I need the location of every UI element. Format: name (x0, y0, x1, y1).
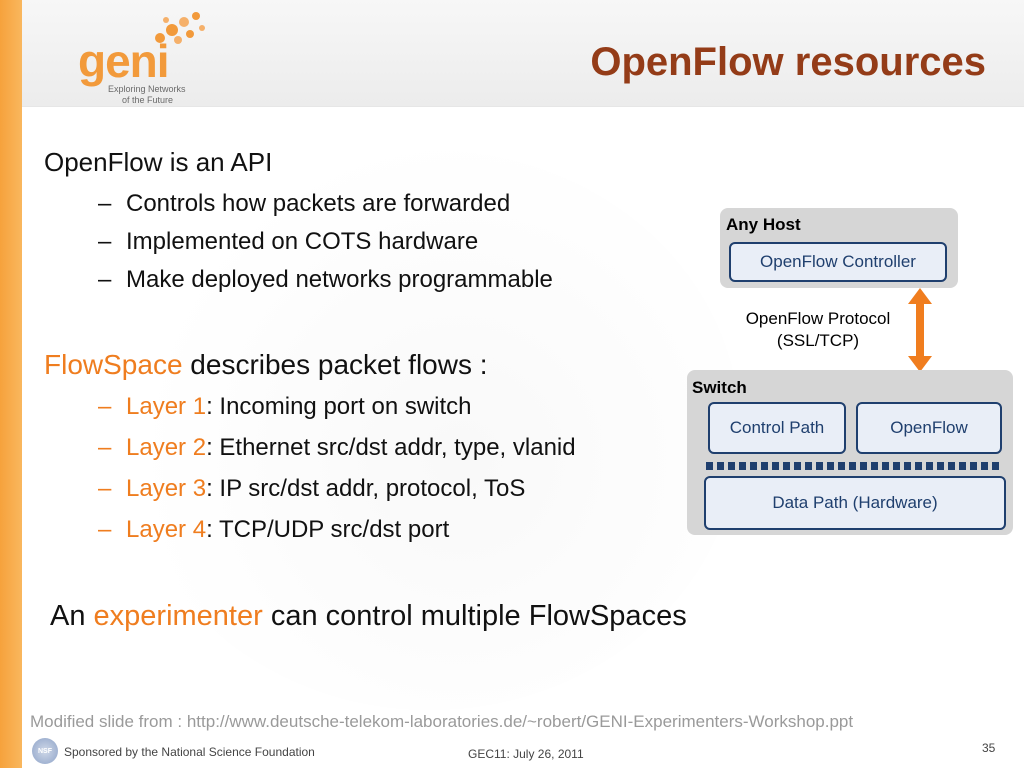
layer-desc: : Ethernet src/dst addr, type, vlanid (206, 434, 576, 461)
event-date: GEC11: July 26, 2011 (468, 747, 584, 761)
openflow-protocol-label: OpenFlow Protocol (SSL/TCP) (728, 308, 908, 352)
bullet-dash: – (98, 475, 112, 502)
bullet-3: –Make deployed networks programmable (98, 266, 553, 294)
bullet-dash: – (98, 228, 112, 255)
closing-post: can control multiple FlowSpaces (262, 600, 687, 632)
bullet-dash: – (98, 434, 112, 461)
layer-4-item: –Layer 4: TCP/UDP src/dst port (98, 516, 449, 544)
bullet-2: –Implemented on COTS hardware (98, 228, 478, 256)
closing-pre: An (50, 600, 94, 632)
layer-name: Layer 2 (126, 434, 207, 461)
logo-word: geni (78, 35, 170, 87)
bullet-dash: – (98, 190, 112, 217)
sponsor-text: Sponsored by the National Science Founda… (64, 745, 315, 759)
dotted-divider (706, 462, 1000, 470)
flowspace-highlight: FlowSpace (44, 349, 183, 380)
logo-tagline-2: of the Future (122, 95, 174, 105)
bullet-text: Make deployed networks programmable (126, 266, 553, 293)
left-accent-bar (0, 0, 22, 768)
bullet-dash: – (98, 516, 112, 543)
slide-header: geni Exploring Networks of the Future Op… (22, 0, 1024, 107)
closing-statement: An experimenter can control multiple Flo… (50, 600, 687, 633)
bullet-1: –Controls how packets are forwarded (98, 190, 510, 218)
bullet-dash: – (98, 393, 112, 420)
heading-flowspace: FlowSpace describes packet flows : (44, 349, 488, 381)
bullet-dash: – (98, 266, 112, 293)
layer-3-item: –Layer 3: IP src/dst addr, protocol, ToS (98, 475, 525, 503)
page-number: 35 (982, 741, 996, 755)
bullet-text: Implemented on COTS hardware (126, 228, 479, 255)
logo-tagline-1: Exploring Networks (108, 84, 186, 94)
experimenter-highlight: experimenter (93, 600, 263, 632)
logo-dots-icon (155, 12, 205, 44)
layer-desc: : IP src/dst addr, protocol, ToS (206, 475, 526, 502)
protocol-line-2: (SSL/TCP) (776, 331, 860, 350)
logo-tagline: Exploring Networks of the Future (108, 84, 186, 106)
layer-2-item: –Layer 2: Ethernet src/dst addr, type, v… (98, 434, 576, 462)
layer-name: Layer 4 (126, 516, 207, 543)
control-path-box: Control Path (708, 402, 846, 454)
layer-desc: : Incoming port on switch (206, 393, 472, 420)
layer-name: Layer 3 (126, 475, 207, 502)
flowspace-rest: describes packet flows : (182, 349, 488, 380)
geni-logo: geni Exploring Networks of the Future (78, 8, 208, 106)
protocol-line-1: OpenFlow Protocol (745, 309, 891, 328)
double-arrow-icon (908, 288, 932, 372)
data-path-box: Data Path (Hardware) (704, 476, 1006, 530)
openflow-box: OpenFlow (856, 402, 1002, 454)
layer-1-item: –Layer 1: Incoming port on switch (98, 393, 472, 421)
bullet-text: Controls how packets are forwarded (126, 190, 511, 217)
heading-openflow-api: OpenFlow is an API (44, 147, 273, 177)
layer-name: Layer 1 (126, 393, 207, 420)
any-host-label: Any Host (726, 215, 801, 234)
source-credit: Modified slide from : http://www.deutsch… (30, 712, 854, 731)
switch-label: Switch (692, 378, 747, 397)
slide-title: OpenFlow resources (590, 40, 986, 84)
openflow-controller-box: OpenFlow Controller (729, 242, 947, 282)
nsf-logo-icon: NSF (32, 738, 58, 764)
background-watermark (120, 150, 740, 710)
layer-desc: : TCP/UDP src/dst port (206, 516, 450, 543)
